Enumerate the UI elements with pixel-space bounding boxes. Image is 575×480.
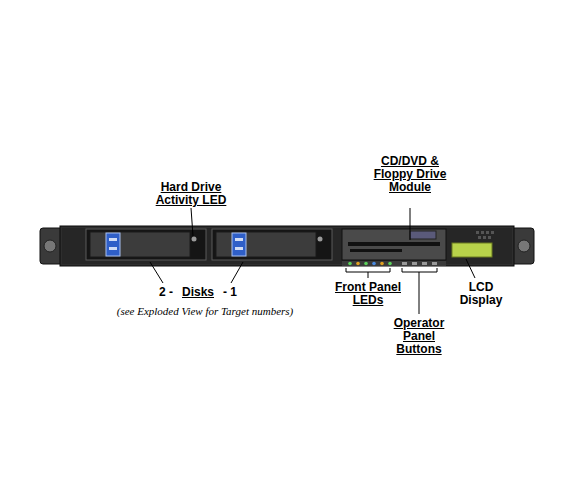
- leader-line: [410, 208, 411, 240]
- callout-label: Operator Panel Buttons: [388, 317, 450, 356]
- callout-label: Disks: [182, 286, 214, 299]
- front-panel-led: [356, 262, 360, 266]
- vent-grille: [476, 231, 494, 239]
- front-panel-led: [380, 262, 384, 266]
- button-bracket: [402, 268, 437, 272]
- drive-carrier: [216, 232, 316, 257]
- callout-label: Front Panel LEDs: [331, 281, 406, 307]
- leader-line: [231, 262, 243, 283]
- leader-line: [150, 262, 163, 283]
- drive-latch: [106, 233, 120, 256]
- operator-button: [422, 262, 427, 265]
- drive-bay: [86, 229, 206, 260]
- drive-latch-mark: [235, 238, 243, 241]
- front-panel-led: [364, 262, 368, 266]
- lcd-display: [452, 243, 492, 257]
- note-text: (see Exploded View for Target numbers): [117, 305, 293, 318]
- cd-slot: [348, 242, 440, 246]
- callout-number: 2 -: [159, 286, 173, 299]
- led-bracket: [346, 268, 390, 272]
- drive-carrier: [90, 232, 190, 257]
- media-module: [342, 229, 446, 260]
- drive-latch-mark: [235, 247, 243, 250]
- leader-line: [368, 272, 369, 278]
- led-strip: [342, 261, 446, 266]
- callout-label: Hard Drive Activity LED: [151, 181, 231, 207]
- front-panel-led: [348, 262, 352, 266]
- drive-bay: [212, 229, 332, 260]
- logo-plate: [410, 231, 436, 239]
- leader-line: [191, 208, 193, 236]
- activity-led: [318, 237, 323, 242]
- drive-latch-mark: [109, 247, 117, 250]
- operator-button: [402, 262, 407, 265]
- drive-latch: [232, 233, 246, 256]
- leader-line: [466, 259, 475, 278]
- drive-latch-mark: [109, 238, 117, 241]
- front-panel-led: [388, 262, 392, 266]
- activity-led: [192, 237, 197, 242]
- chassis-bezel: [60, 226, 514, 266]
- callout-label: CD/DVD & Floppy Drive Module: [368, 155, 452, 194]
- thumb-screw: [518, 240, 530, 252]
- leader-line: [419, 272, 420, 314]
- front-panel-led: [372, 262, 376, 266]
- floppy-slot: [350, 249, 402, 252]
- chassis-face: [62, 228, 512, 264]
- leader-lines: [150, 208, 475, 314]
- callout-number: - 1: [223, 286, 237, 299]
- callout-label: LCD Display: [456, 281, 506, 307]
- operator-button: [432, 262, 437, 265]
- thumb-screw: [44, 240, 56, 252]
- operator-button: [412, 262, 417, 265]
